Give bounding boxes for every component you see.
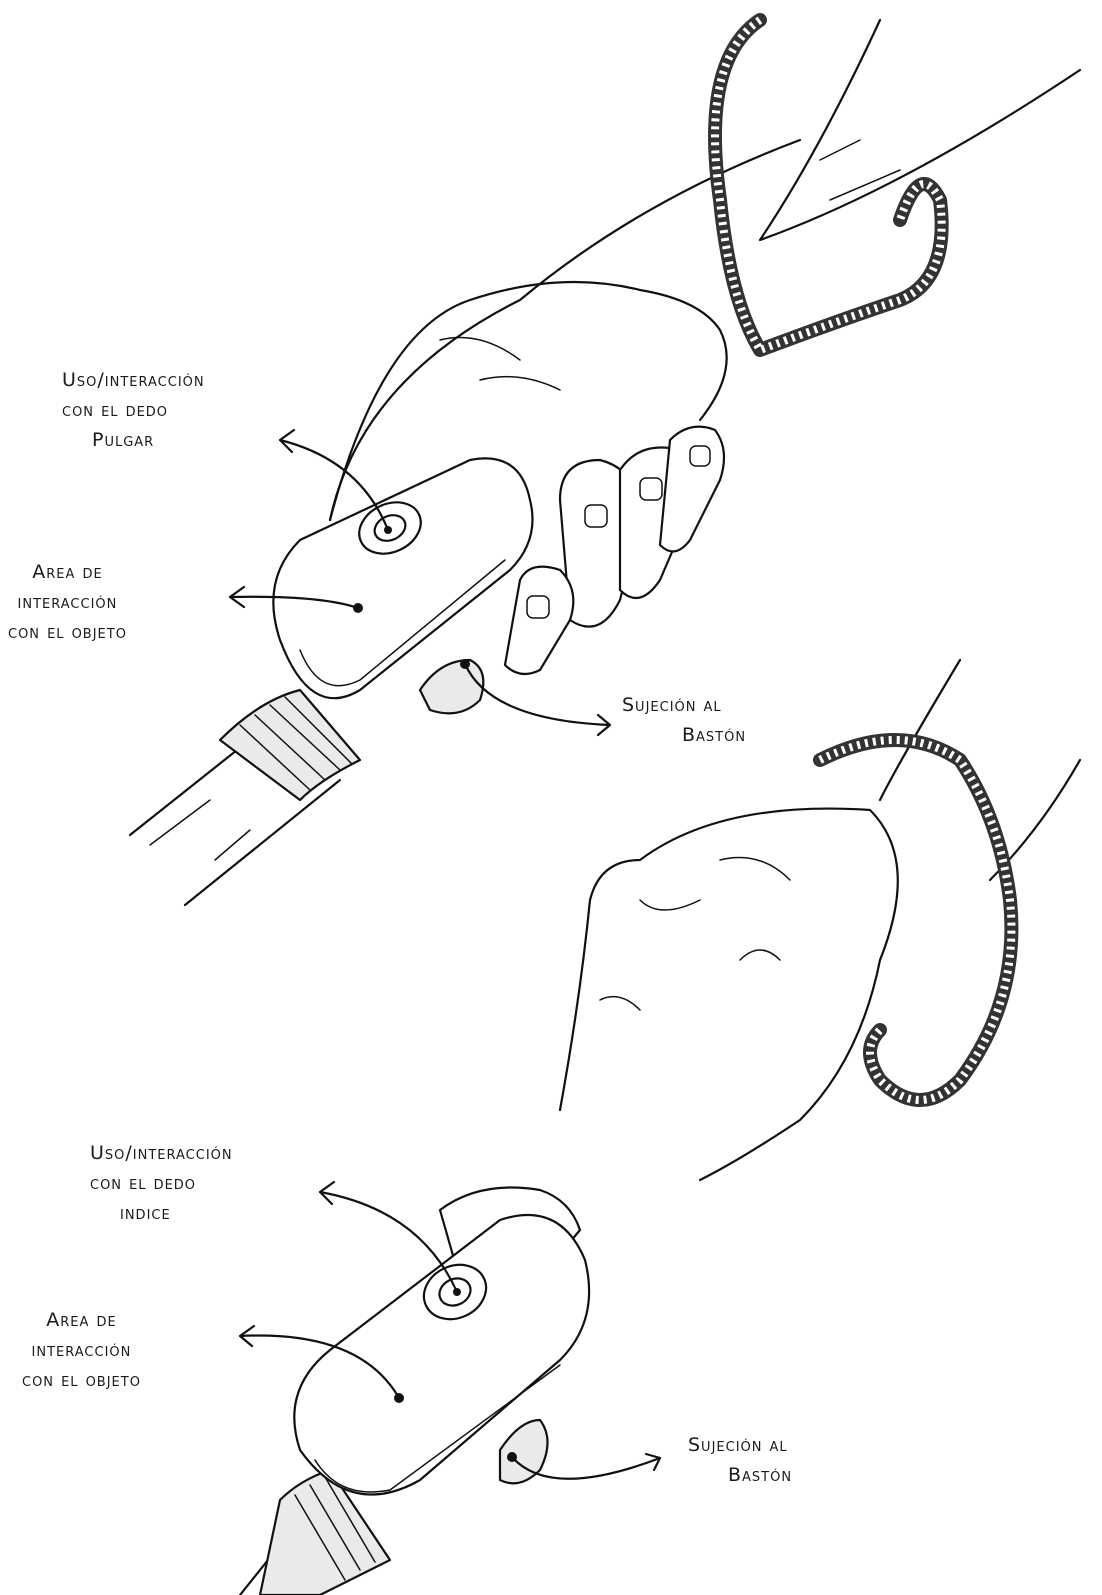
top-thumb-label-line1: Uso/interacción [62, 365, 205, 395]
top-finger-3 [660, 427, 724, 552]
bottom-wrist-rope [820, 740, 1011, 1100]
top-device [273, 458, 532, 698]
top-area-label-line1: Area de [8, 557, 127, 587]
top-thumb-label-line3: Pulgar [62, 425, 205, 455]
top-grip-arrow [465, 664, 610, 735]
bottom-index-label-line2: con el dedo [90, 1168, 233, 1198]
bottom-hand [560, 809, 898, 1180]
bottom-area-label-line3: con el objeto [22, 1365, 141, 1395]
bottom-index-label-line1: Uso/interacción [90, 1138, 233, 1168]
top-illustration [130, 20, 1080, 905]
top-area-label-line2: interacción [8, 587, 127, 617]
top-finger-4 [505, 567, 573, 674]
top-grip-label-line1: Sujeción al [622, 690, 746, 720]
top-area-label: Area de interacción con el objeto [8, 557, 127, 647]
bottom-index-label: Uso/interacción con el dedo indice [90, 1138, 233, 1228]
top-grip-label: Sujeción al Bastón [622, 690, 746, 750]
top-thumb-label-line2: con el dedo [62, 395, 205, 425]
bottom-index-label-line3: indice [90, 1198, 233, 1228]
bottom-grip-label-line1: Sujeción al [688, 1430, 792, 1460]
top-area-label-line3: con el objeto [8, 617, 127, 647]
top-clip [420, 660, 483, 713]
bottom-area-label: Area de interacción con el objeto [22, 1305, 141, 1395]
bottom-area-label-line1: Area de [22, 1305, 141, 1335]
bottom-area-label-line2: interacción [22, 1335, 141, 1365]
bottom-arm [880, 660, 1080, 880]
top-thumb-label: Uso/interacción con el dedo Pulgar [62, 365, 205, 455]
top-cane-wrap [220, 690, 360, 800]
bottom-grip-label-line2: Bastón [688, 1460, 792, 1490]
top-grip-label-line2: Bastón [622, 720, 746, 750]
bottom-illustration [240, 660, 1080, 1595]
bottom-grip-label: Sujeción al Bastón [688, 1430, 792, 1490]
